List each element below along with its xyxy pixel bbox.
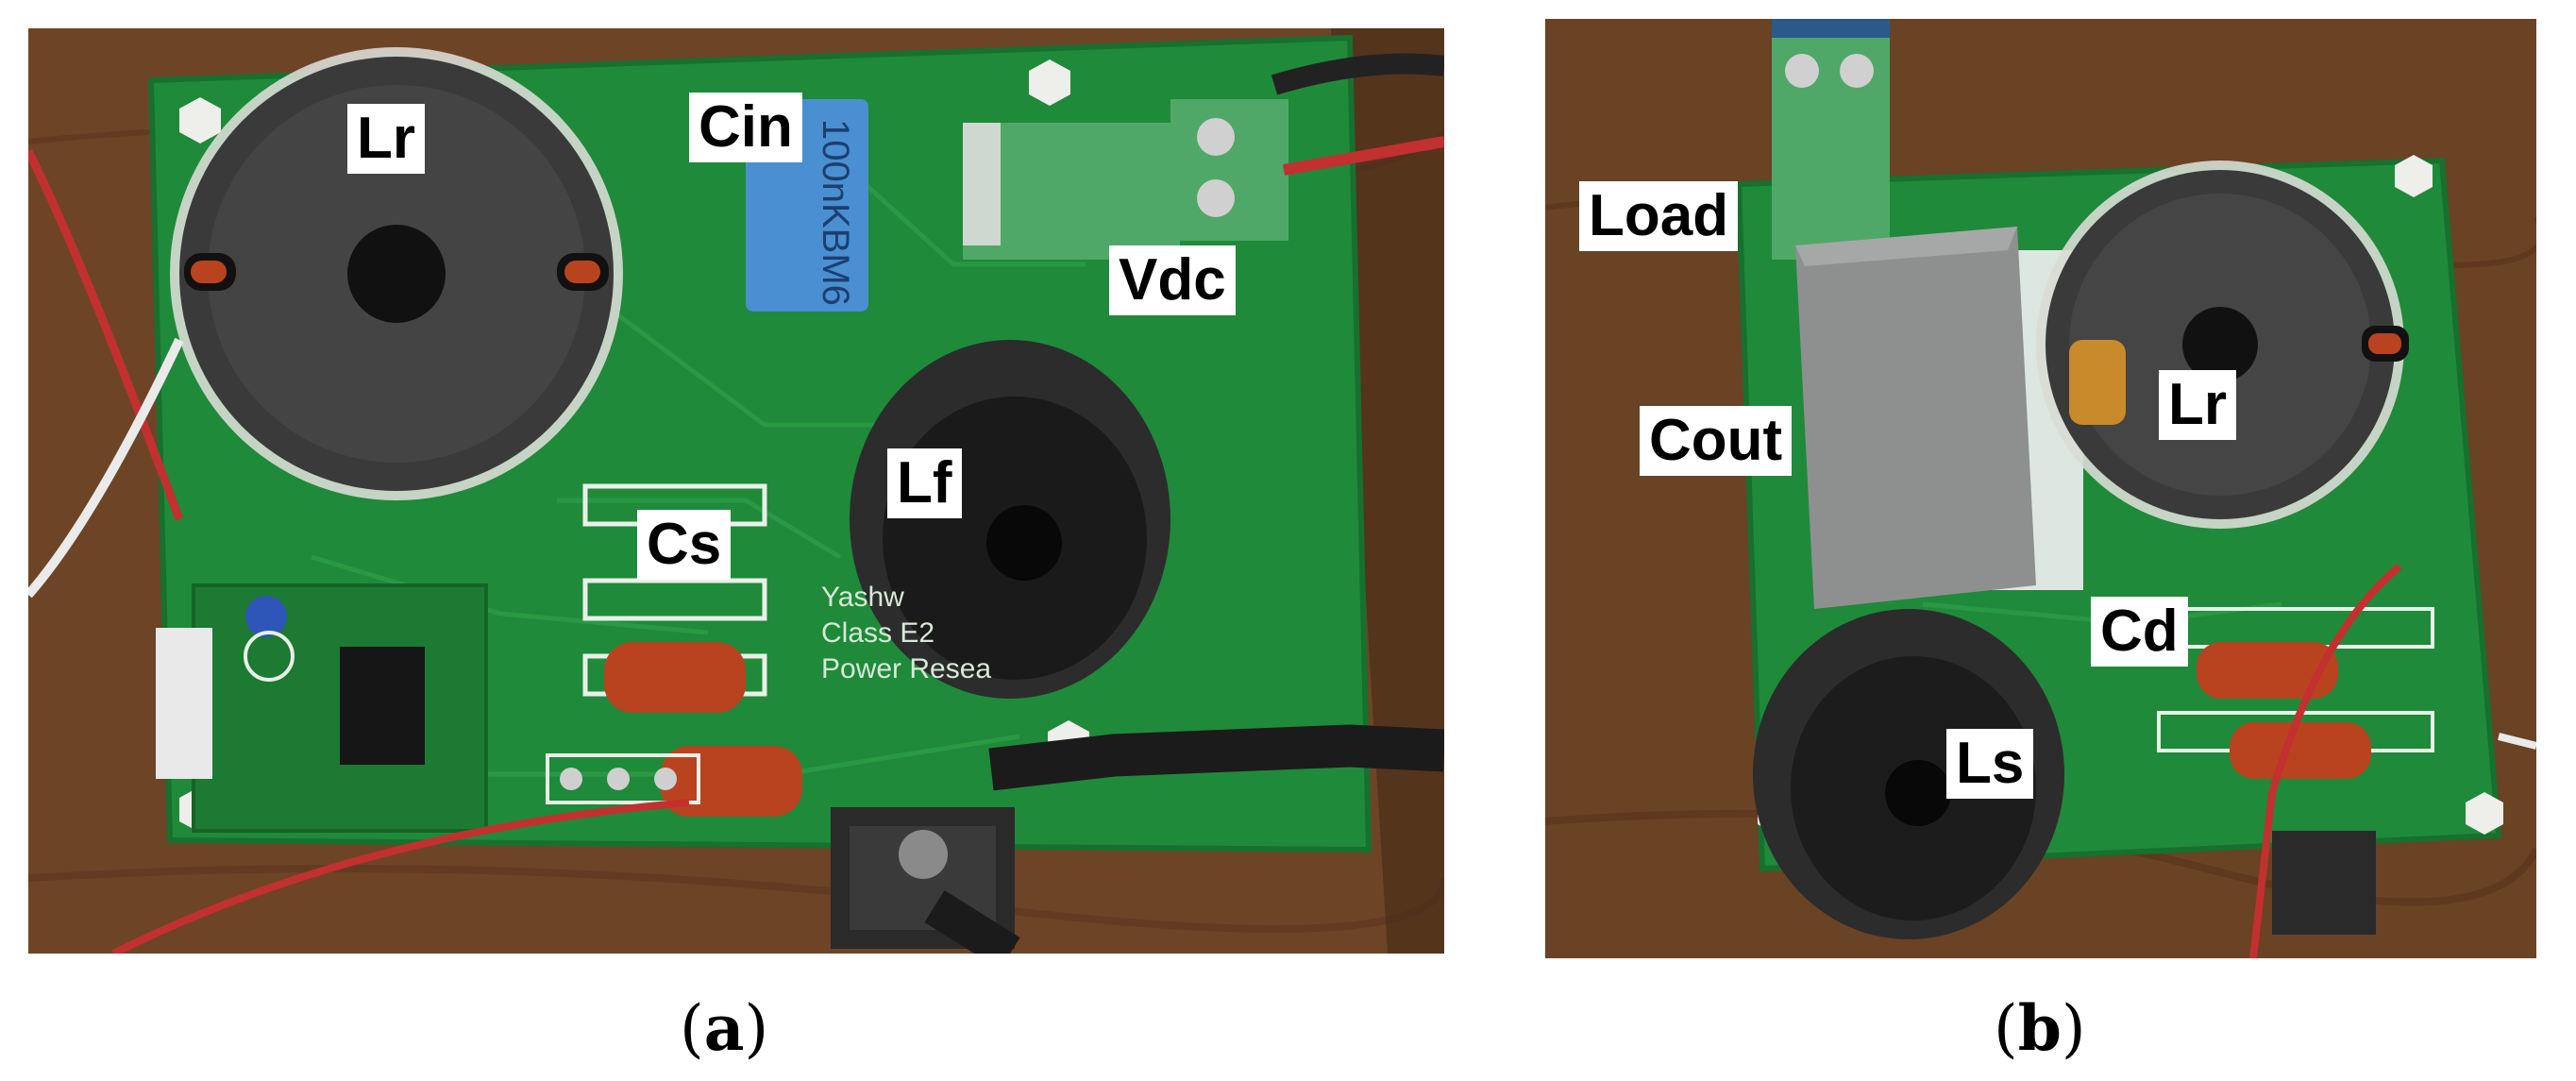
standoff <box>179 97 221 144</box>
label-lr-a: Lr <box>347 104 425 174</box>
pcb-photo-a: 100nKBM6 <box>28 28 1444 954</box>
label-cout: Cout <box>1640 406 1793 476</box>
cout-capacitor-b <box>1795 227 2036 609</box>
label-lf: Lf <box>887 448 962 518</box>
cs-capacitor-a <box>604 642 746 713</box>
svg-text:Power Resea: Power Resea <box>821 653 991 684</box>
label-ls: Ls <box>1946 729 2034 799</box>
caption-b: (b) <box>1994 991 2086 1065</box>
label-vdc: Vdc <box>1109 245 1236 315</box>
svg-text:Class E2: Class E2 <box>821 617 934 649</box>
cd-capacitor-b <box>2197 642 2338 699</box>
label-lr-b: Lr <box>2159 370 2236 440</box>
ic-chip-a <box>340 647 425 765</box>
svg-text:Yashw: Yashw <box>821 582 904 613</box>
label-cs: Cs <box>637 510 732 580</box>
photo-panel-b: Load Cout Lr Cd Ls <box>1545 19 2536 958</box>
transistor-b <box>2272 831 2376 935</box>
label-cd: Cd <box>2091 597 2188 667</box>
svg-text:100nKBM6: 100nKBM6 <box>815 119 856 306</box>
label-load: Load <box>1579 181 1739 251</box>
pcb-photo-b <box>1545 19 2536 958</box>
caption-a: (a) <box>680 991 769 1065</box>
photo-panel-a: 100nKBM6 <box>28 28 1444 954</box>
standoff <box>1029 59 1070 106</box>
label-cin: Cin <box>689 93 802 162</box>
connector-a <box>156 628 212 779</box>
